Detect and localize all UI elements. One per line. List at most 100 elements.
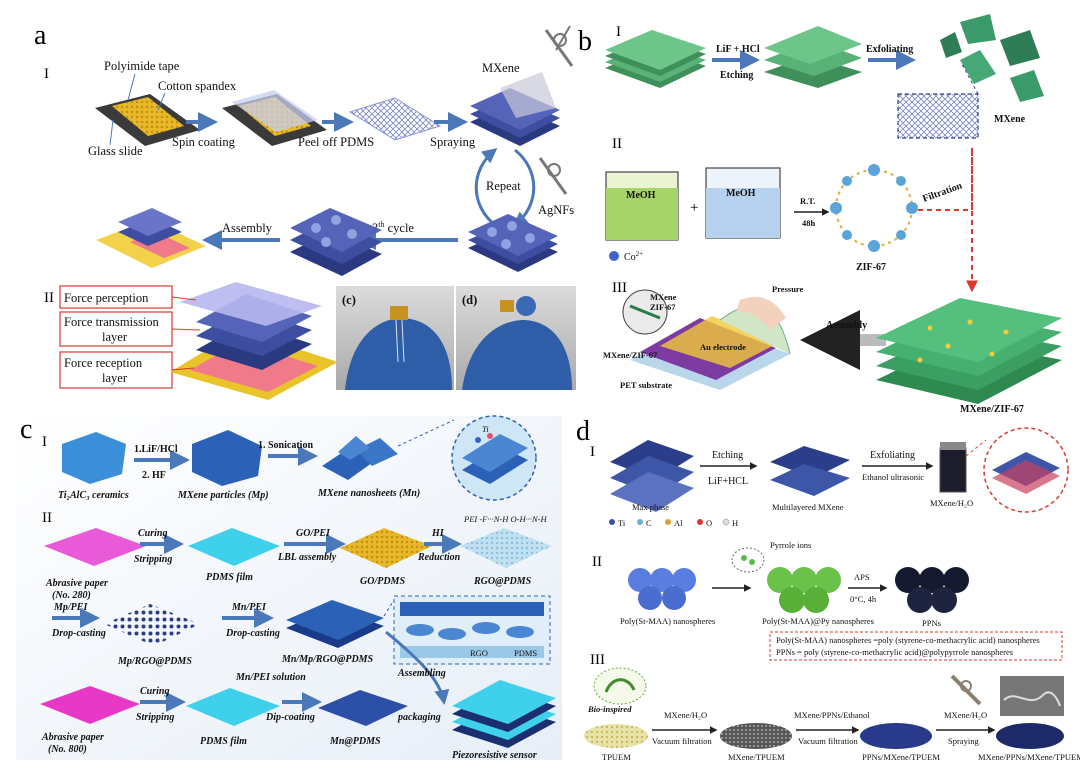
mppei-label: Mp/PEI [53,602,88,613]
co-ion-label: Co2+ [624,250,643,263]
glass-slide-label: Glass slide [88,144,143,158]
ethanol-label: Ethanol ultrasonic [862,472,924,482]
mxene-flake-label: MXene [994,114,1026,125]
panel-d-roman-1: I [590,444,595,460]
peel-off-label: Peel off PDMS [298,135,374,149]
mprgo-label: Mp/RGO@PDMS [117,656,192,667]
mn-label: MXene nanosheets (Mn) [317,488,420,499]
rgopdms-label: RGO@PDMS [473,576,532,587]
spin-coating-label: Spin coating [172,135,236,149]
etch-bottom-label: Etching [720,70,753,81]
sensor-label: Piezoresistive sensor [452,750,537,761]
dipcoating-label: Dip-coating [265,712,315,723]
bio-label: Bio-inspired [587,704,632,714]
poly-py-spheres [767,567,841,613]
polyimide-tape-label: Polyimide tape [104,59,180,73]
tpuem-disk [584,724,648,748]
mxene-nanosheets [322,436,398,480]
abrasive1-label-2: (No. 280) [52,590,91,601]
mp-label: MXene particles (Mp) [177,490,269,501]
ti-label: Ti [482,424,489,434]
panel-d-roman-2: II [592,554,602,570]
exfoliating-label: Exfoliating [866,44,913,55]
panel-d-roman-3: III [590,652,605,668]
panel-a-roman-1: I [44,66,49,82]
pdms2-label: PDMS film [200,736,247,747]
gopdms-label: GO/PDMS [360,576,405,587]
repeat-arrow-down [512,148,536,227]
legend-o: O [706,518,712,528]
exploded-sensor [170,282,338,400]
vac-1-label: Vacuum filtration [652,736,712,746]
panel-d-letter: d [576,416,590,447]
mn-mp-rgo-pdms [286,600,384,648]
pet-substrate-label: PET substrate [620,380,672,390]
spray-gun-icon [544,25,574,67]
note-box [769,631,1063,661]
glass-slide-substrate [95,94,200,146]
stripping1-label: Stripping [134,554,172,565]
arrow-assembling [385,630,450,705]
layered-inset: RGO PDMS [393,595,551,665]
third-cycle-label: 3th cycle [372,220,414,235]
legend-h: H [732,518,738,528]
mnpei-solution-label: Mn/PEI solution [235,672,306,683]
mxene-zif-left-label: MXene/ZIF-67 [603,350,658,360]
bond-legend: PEI -F···N-H O-H···N-H [463,514,547,524]
poly-st-label: Poly(St-MAA) nanospheres [620,616,715,626]
mp-rgo-pdms [104,604,200,646]
legend-ti: Ti [618,518,626,528]
ceramics-label: Ti₂AlC₃ ceramics [58,490,129,501]
ti2alc3-ceramic [62,432,126,484]
filtration-arrow [918,148,973,211]
panel-c-roman-1: I [42,434,47,450]
panel-b-roman-2: II [612,136,622,152]
rgo-pdms [460,528,552,568]
zoom-zif-label: ZIF-67 [650,302,676,312]
beaker-co: MeOH [605,171,679,241]
mxene-h2o-label: MXene/H₂O [930,498,973,508]
meoh-1-label: MeOH [626,190,656,201]
multilayered-label: Multilayered MXene [772,502,844,512]
mxene-atomic-inset: Ti [451,415,537,501]
piezoresistive-sensor [452,680,556,748]
spray-gun-icon-2 [538,157,568,195]
time-label: 48h [802,218,816,228]
abrasive-paper-280 [44,528,146,566]
legend-c: C [646,518,652,528]
legend-al: Al [674,518,683,528]
aps-cond-label: 0°C, 4h [850,594,877,604]
mnmprgo-label: Mn/Mp/RGO@PDMS [281,654,374,665]
mxh2o-2-label: MXene/H₂O [944,710,987,720]
note-2: PPNs = poly (styrene-co-methacrylic acid… [776,647,1013,657]
panel-d: d I Max phase Etching LiF+HCL Multilayer… [576,416,1080,762]
max-phase-block [605,30,706,88]
device-peel-stack [630,296,791,390]
plus-sign: + [690,200,698,216]
filtration-label: Filtration [921,180,964,205]
multilayered-mxene [770,446,850,496]
etched-mxene [764,26,862,88]
spraying-label: Spraying [430,135,476,149]
lifhcl-label: LiF+HCL [708,476,748,487]
note-1: Poly(St-MAA) nanospheres =poly (styrene-… [776,635,1040,645]
etching-d-label: Etching [712,450,743,461]
poly-py-label: Poly(St-MAA)@Py nanospheres [762,616,874,626]
panel-b: b I LiF + HCl Etching Exfoliating MXene [578,14,1062,415]
tpuem-label: TPUEM [602,752,631,762]
assembly-label: Assembly [222,221,273,235]
mn-pdms [318,690,408,726]
force-layer-labels: Force perception Force transmission laye… [59,285,173,389]
mxene-label: MXene [482,61,520,75]
abrasive2-label-2: (No. 800) [48,744,87,755]
photo-c-label: (c) [342,293,356,307]
panel-c: c I Ti₂AlC₃ ceramics 1.LiF/HCl 2. HF MXe… [16,414,562,761]
step1-top-label: 1.LiF/HCl [134,444,178,455]
assembled-device [96,208,206,268]
photo-d-label: (d) [462,293,477,307]
pdms-inset-label: PDMS [514,648,537,658]
ppn-eth-label: MXene/PPNs/Ethanol [794,710,870,720]
final-disk [996,723,1064,749]
dropcast2-label: Drop-casting [225,628,280,639]
pressure-label: Pressure [772,284,804,294]
